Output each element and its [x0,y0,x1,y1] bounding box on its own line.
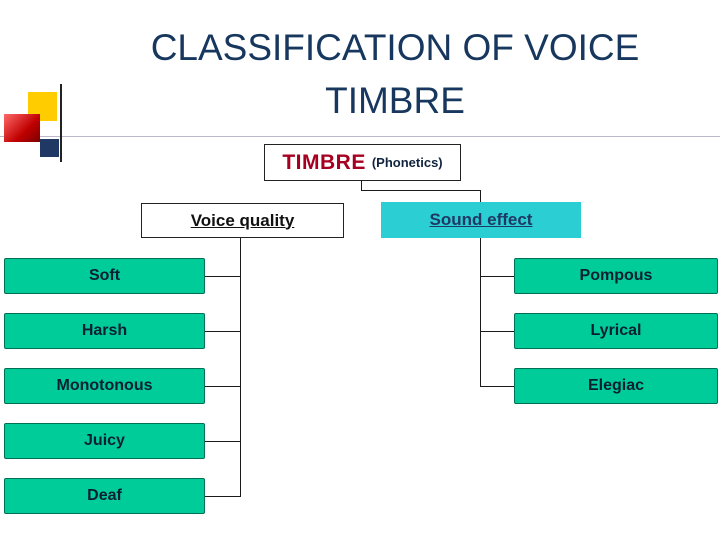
connector-right-stub-2 [480,331,514,332]
connector-left-stub-1 [205,276,241,277]
connector-left-stub-3 [205,386,241,387]
connector-right-trunk [480,238,481,387]
connector-right-stub-3 [480,386,514,387]
root-node-timbre: TIMBRE (Phonetics) [264,144,461,181]
connector-root-across [361,190,481,191]
root-node-label: TIMBRE [282,150,366,174]
connector-right-stub-1 [480,276,514,277]
node-elegiac: Elegiac [514,368,718,404]
connector-root-to-sound-effect [480,190,481,202]
node-juicy: Juicy [4,423,205,459]
root-node-sublabel: (Phonetics) [371,155,443,170]
node-soft: Soft [4,258,205,294]
title-line-1: CLASSIFICATION OF VOICE [150,27,640,68]
decoration-red-square [4,114,40,142]
decoration-navy-square [40,139,59,157]
connector-left-stub-2 [205,331,241,332]
connector-left-trunk [240,238,241,497]
node-monotonous: Monotonous [4,368,205,404]
title-line-2: TIMBRE [325,79,465,121]
connector-root-down [361,181,362,191]
branch-sound-effect: Sound effect [381,202,581,238]
slide-title: CLASSIFICATION OF VOICE TIMBRE [70,22,720,127]
title-divider-line [0,136,720,137]
node-deaf: Deaf [4,478,205,514]
branch-voice-quality: Voice quality [141,203,344,238]
decoration-vertical-line [60,84,62,162]
node-harsh: Harsh [4,313,205,349]
node-lyrical: Lyrical [514,313,718,349]
node-pompous: Pompous [514,258,718,294]
connector-left-stub-5 [205,496,241,497]
connector-left-stub-4 [205,441,241,442]
